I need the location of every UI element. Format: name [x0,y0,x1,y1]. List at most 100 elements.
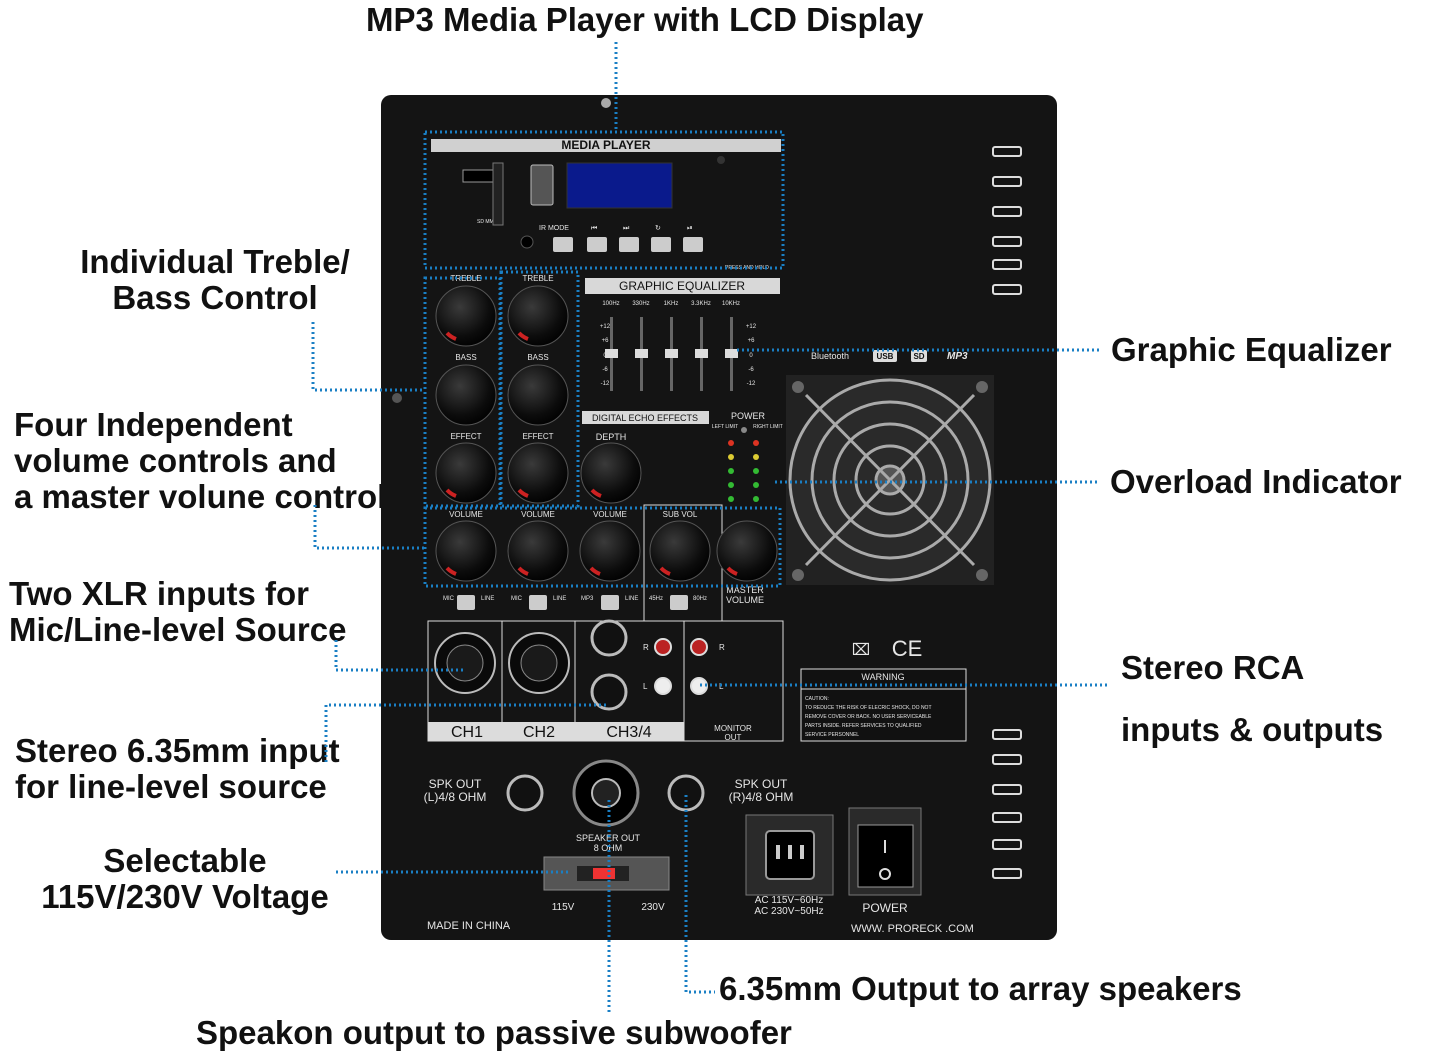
vent-slot-8 [992,754,1022,765]
sd-logo-box [911,350,927,362]
format-logos: Bluetooth USB SD MP3 [811,350,968,362]
rca-out-l-label: L [719,682,724,691]
rca-in-r-label: R [643,643,649,652]
sub-vol-knob[interactable] [649,520,711,582]
mp3-label: MP3 [581,596,594,602]
geq-scale-left-0: +12 [600,324,611,330]
speaker-out-label-2: 8 OHM [594,843,623,853]
warning-line-2: TO REDUCE THE RISK OF ELECRIC SHOCK, DO … [805,705,932,711]
rca-out-r[interactable] [690,638,708,656]
rca-out-r-label: R [719,643,725,652]
spk-out-left-jack[interactable] [506,774,544,812]
geq-scale-left-1: +6 [602,338,610,344]
callout-xlr-line2: Mic/Line-level Source [9,611,347,648]
media-player-section: MEDIA PLAYER SD MMC IR MODE ⏮ ⏭ ↻ ⏯ PRES… [431,138,781,271]
jack-input-ch3[interactable] [590,619,628,657]
treble-bass-section: TREBLE TREBLE BASS BASS EFFECT EFFECT [435,274,569,504]
mic-line-switch-ch1[interactable] [457,595,475,610]
mp3-line-switch[interactable] [601,595,619,610]
sub-freq-switch[interactable] [670,595,688,610]
power-switch[interactable] [857,824,914,888]
ac-rating-2: AC 230V~50Hz [754,906,823,917]
callout-overload: Overload Indicator [1110,463,1402,500]
hz80-label: 80Hz [693,596,707,602]
led-right-4 [753,482,759,488]
callout-volume-line1: Four Independent [14,406,293,443]
rca-in-l[interactable] [654,677,672,695]
xlr-input-ch1-core [446,644,484,682]
ac-pin-2 [788,845,792,859]
speaker-out-label-1: SPEAKER OUT [576,833,641,843]
vent-slot-2 [992,176,1022,187]
rca-in-r[interactable] [654,638,672,656]
bass-label-ch2: BASS [527,353,548,362]
geq-band-4: 10KHz [722,301,740,307]
made-in-label: MADE IN CHINA [427,920,511,932]
volume-label-ch2: VOLUME [521,510,555,519]
volume-label-ch1: VOLUME [449,510,483,519]
jack-input-ch4[interactable] [590,673,628,711]
spk-out-right-label-1: SPK OUT [735,777,788,791]
usb-port[interactable] [530,164,554,206]
depth-knob[interactable] [580,442,642,504]
warning-line-3: REMOVE COVER OR BACK. NO USER SERVICEABL… [805,714,932,720]
bass-knob-ch1[interactable] [435,364,497,426]
callout-jack-line1: Stereo 6.35mm input [15,732,340,769]
mode-button[interactable] [553,237,573,252]
geq-slider-2[interactable] [665,349,678,358]
ch2-label: CH2 [523,724,555,741]
left-limit-label: LEFT LIMIT [712,424,738,430]
callout-volume-line3: a master volune control [14,478,387,515]
xlr-input-ch2-core [520,644,558,682]
spk-out-right-label-2: (R)4/8 OHM [729,790,794,804]
sd-slot-frame [492,162,504,226]
repeat-button[interactable] [651,237,671,252]
ch34-label: CH3/4 [606,724,651,741]
treble-knob-ch1[interactable] [435,285,497,347]
bass-knob-ch2[interactable] [507,364,569,426]
master-volume-knob[interactable] [716,520,778,582]
input-select-row: MIC LINE MIC LINE MP3 LINE 45Hz 80Hz [443,595,707,610]
effect-knob-ch1[interactable] [435,442,497,504]
volume-label-ch34: VOLUME [593,510,627,519]
power-switch-label: POWER [862,901,908,915]
mic-line-switch-ch2[interactable] [529,595,547,610]
geq-slider-0[interactable] [605,349,618,358]
vent-slots [992,146,1022,879]
voltage-switch[interactable] [593,868,615,879]
volume-knob-ch34[interactable] [579,520,641,582]
fan-screw-br [976,569,988,581]
speaker-output-section: SPK OUT (L)4/8 OHM SPK OUT (R)4/8 OHM SP… [424,759,794,853]
geq-label: GRAPHIC EQUALIZER [619,279,745,293]
callout-array-output: 6.35mm Output to array speakers [719,970,1242,1007]
next-button[interactable] [619,237,639,252]
vent-slot-7 [992,729,1022,740]
prev-button[interactable] [587,237,607,252]
effect-knob-ch2[interactable] [507,442,569,504]
treble-knob-ch2[interactable] [507,285,569,347]
geq-band-1: 330Hz [632,301,649,307]
play-pause-button[interactable] [683,237,703,252]
screw-icon [717,156,725,164]
volume-knob-ch1[interactable] [435,520,497,582]
master-volume-label-2: VOLUME [726,595,764,605]
rca-out-l[interactable] [690,677,708,695]
geq-slider-4[interactable] [725,349,738,358]
repeat-icon: ↻ [655,225,661,232]
power-led [741,427,747,433]
geq-slider-1[interactable] [635,349,648,358]
warning-label-box [800,668,967,742]
usb-logo: USB [877,352,894,361]
volume-knob-ch2[interactable] [507,520,569,582]
spk-out-right-jack[interactable] [667,774,705,812]
geq-band-0: 100Hz [602,301,619,307]
geq-slider-3[interactable] [695,349,708,358]
amplifier-panel: MEDIA PLAYER SD MMC IR MODE ⏮ ⏭ ↻ ⏯ PRES… [381,95,1057,940]
geq-scale-left-3: -6 [602,367,608,373]
input-section: R L R L MONITOR OUT CH1 CH2 CH3/4 [427,619,784,742]
callout-xlr-line1: Two XLR inputs for [9,575,310,612]
next-icon: ⏭ [623,225,630,232]
ir-receiver [520,235,534,249]
echo-header-bar [582,411,709,424]
callout-mp3-player: MP3 Media Player with LCD Display [366,1,924,38]
